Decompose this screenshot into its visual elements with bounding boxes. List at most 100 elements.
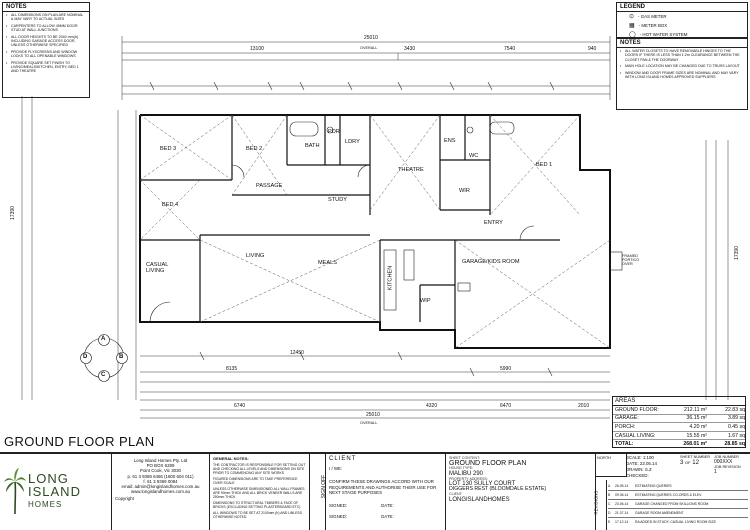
legend-label: - HOT WATER SYSTEM — [639, 32, 688, 37]
room-pdr: PDR — [328, 129, 340, 135]
dim-13100: 13100 — [250, 46, 264, 52]
revision-desc: GARAGE CHANGED FROM SKILLIONS ROOM — [635, 502, 709, 506]
revision-desc: RA ADDED IN STUDY, CASUAL LIVING ROOM SI… — [635, 520, 716, 524]
room-wip: WIP — [420, 298, 431, 304]
sheet-content: GROUND FLOOR PLAN — [449, 460, 527, 468]
date-label[interactable]: DATE: — [381, 503, 394, 509]
revision-no: C — [608, 502, 611, 506]
revision-no: E — [608, 520, 611, 524]
date-label[interactable]: DATE: — [381, 514, 394, 520]
room-casual-living: CASUAL LIVING — [146, 262, 169, 274]
note-item: MAIN HOLE LOCATION MAY BE CHANGED DUE TO… — [617, 63, 747, 69]
section-marker-compass — [80, 334, 128, 382]
room-ens: ENS — [444, 138, 456, 144]
signed-label[interactable]: SIGNED: — [329, 514, 348, 520]
dim-6470: 6470 — [500, 403, 512, 409]
company-email[interactable]: email: admin@longislandhomes.com.au — [121, 484, 200, 490]
dim-12450: 12450 — [290, 350, 304, 356]
revision-date: 17.12.14 — [615, 520, 629, 524]
room-bed4: BED 4 — [162, 202, 179, 208]
title-block: LONG ISLAND HOMES Long Island Homes Pty.… — [0, 452, 750, 530]
compass-letter-d: D — [83, 354, 88, 360]
company-po-box: PO BOX 6289 — [146, 463, 175, 469]
general-note: DIMENSIONS TO STRUCTURAL TIMBERS & FACE … — [213, 501, 301, 509]
area-m2: 212.11 m² — [684, 406, 707, 413]
sheet-number-label: SHEET NUMBER — [680, 455, 711, 459]
company-city: Point Cook, Vic 3030 — [140, 468, 181, 474]
legend-gas-meter: ⊙- GAS METER — [617, 12, 747, 21]
area-row: PORCH: 4.20 m² 0.45 sq — [613, 423, 745, 432]
north-box: NORTH — [596, 454, 627, 477]
revisions-label-box: REVISIONS — [593, 480, 607, 530]
hot-water-icon: ◯ — [629, 32, 636, 38]
revision-desc: ESTIMATING QUERIES — [635, 484, 672, 488]
dim-940: 940 — [588, 46, 597, 52]
logo-line: LONG — [28, 471, 69, 486]
date-label: DATE: — [626, 461, 639, 466]
revision-desc: GARAGE ROOM AMENDMENT — [635, 511, 684, 515]
date-value: 23.05.14 — [639, 461, 657, 466]
dim-7540: 7540 — [504, 46, 516, 52]
client-signoff: CLIENT I / WE: CONFIRM THESE DRAWINGS AC… — [326, 454, 446, 530]
dimension-lines — [21, 36, 729, 419]
legend-meter-box: ▦- METER BOX — [617, 21, 747, 30]
job-revision-label: JOB REVISION — [714, 465, 741, 469]
room-garage: GARAGE/KIDS ROOM — [462, 259, 520, 265]
dimension-ticks — [149, 81, 555, 377]
room-bed3: BED 3 — [160, 146, 177, 152]
area-label: GROUND FLOOR: — [615, 406, 659, 413]
room-wir: WIR — [459, 188, 470, 194]
room-bed1: BED 1 — [536, 162, 553, 168]
property-address-1: LOT 130 SULLY COURT — [449, 481, 516, 488]
compass-letter-a: A — [101, 336, 106, 342]
interior-walls — [140, 115, 560, 330]
revision-row: A 26.05.14 ESTIMATING QUERIES — [608, 482, 748, 491]
client-name: LONGISLANDHOMES — [449, 496, 510, 503]
company-website[interactable]: www.longislandhomes.com.au — [130, 489, 191, 495]
room-labels: BED 3 BED 2 BATH PDR LDRY THEATRE ENS WC… — [146, 129, 639, 304]
outer-walls — [139, 114, 611, 349]
area-m2: 4.20 m² — [689, 423, 707, 430]
area-label: PORCH: — [615, 423, 636, 430]
area-sq: 0.45 sq — [727, 423, 745, 430]
revision-date: 26.05.14 — [615, 484, 629, 488]
dim-overall-label: OVERALL — [360, 46, 378, 50]
plan-title: GROUND FLOOR PLAN — [4, 434, 155, 449]
legend-label: - GAS METER — [638, 14, 667, 19]
areas-title: AREAS — [613, 397, 745, 406]
note-item: ALL DIMENSIONS ON PLAN ARE NOMINAL & MAY… — [3, 12, 89, 23]
sheet-info: SHEET CONTENT: GROUND FLOOR PLAN HOUSE T… — [446, 454, 596, 530]
general-notes: GENERAL NOTES: THE CONTRACTOR IS RESPONS… — [210, 454, 310, 530]
area-label: CASUAL LIVING: — [615, 432, 656, 439]
sheet-content-label: SHEET CONTENT: — [449, 456, 480, 460]
revision-row: E 17.12.14 RA ADDED IN STUDY, CASUAL LIVIN… — [608, 518, 748, 526]
sheet-number: 3 — [680, 460, 684, 466]
note-item: ALL WATER CLOSETS TO HAVE REMOVABLE HING… — [617, 48, 747, 63]
area-m2: 268.01 m² — [683, 441, 707, 448]
logo-line: ISLAND — [28, 484, 81, 499]
signed-label[interactable]: SIGNED: — [329, 503, 348, 509]
floor-plan-drawing — [21, 36, 729, 419]
revision-row: C 23.06.14 GARAGE CHANGED FROM SKILLIONS R… — [608, 500, 748, 509]
legend-panel: LEGEND ⊙- GAS METER ▦- METER BOX ◯- HOT … — [616, 2, 748, 38]
room-wc: WC — [469, 153, 479, 159]
house-type-label: HOUSE TYPE: — [449, 466, 474, 471]
job-number: 000XXX — [714, 459, 733, 465]
dim-left-overall: 17390 — [9, 206, 16, 220]
general-notes-title: GENERAL NOTES: — [213, 456, 249, 461]
project-details: NORTH SCALE: 1:100 DATE: 23.05.14 DRAWN:… — [593, 454, 750, 530]
note-item: CARPENTERS TO ALLOW 45MM DOOR STUD AT WA… — [3, 23, 89, 34]
area-label: TOTAL: — [615, 441, 634, 448]
revision-desc: ESTIMATING QUERIES CO-ORDS & ELEV. — [635, 493, 703, 497]
company-contact: Long Island Homes Pty. Ltd PO BOX 6289 P… — [112, 454, 210, 530]
client-title: CLIENT — [329, 456, 357, 462]
revision-no: A — [608, 484, 611, 488]
client-iwe: I / WE: — [329, 466, 343, 472]
revision-date: 23.06.14 — [615, 502, 629, 506]
general-note: FIGURED DIMENSIONS ARE TO TAKE PREFERENC… — [213, 477, 298, 485]
scale-value: 1:100 — [642, 455, 654, 460]
note-item: WINDOW AND DOOR FRAME SIZES ARE NOMINAL … — [617, 70, 747, 81]
